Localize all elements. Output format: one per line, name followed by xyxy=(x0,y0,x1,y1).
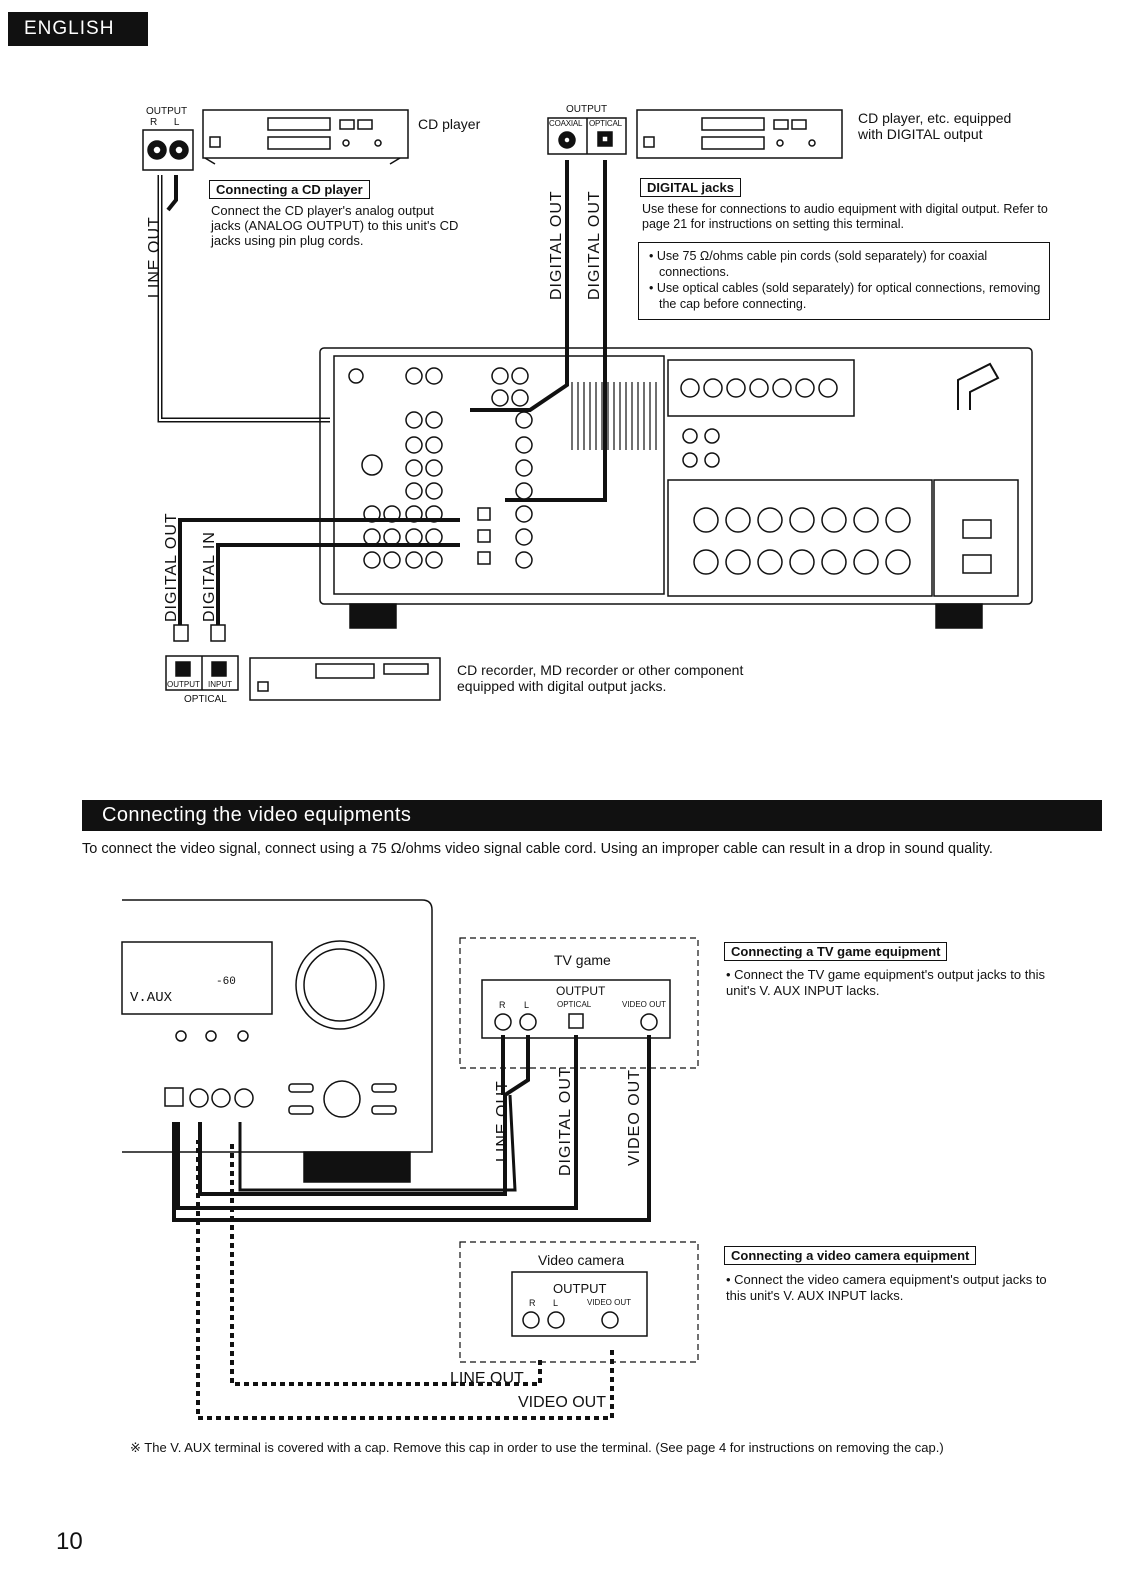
tv-video-cable xyxy=(172,1035,651,1222)
cd-output-label: OUTPUT xyxy=(146,106,188,117)
coaxial-cable xyxy=(470,160,569,412)
video-intro: To connect the video signal, connect usi… xyxy=(82,841,993,857)
receiver-jacks xyxy=(348,367,992,575)
camera-label: Video camera xyxy=(538,1252,625,1268)
tv-game-body: • Connect the TV game equipment's output… xyxy=(726,967,1045,998)
camera-video-cable xyxy=(196,1140,614,1420)
camera-output-label: OUTPUT xyxy=(553,1281,607,1296)
recorder-optical-label: OPTICAL xyxy=(184,694,227,705)
cd-heading-text: Connecting a CD player xyxy=(209,180,370,199)
optical-label: OPTICAL xyxy=(589,119,622,128)
recorder-device xyxy=(165,655,441,701)
camera-output-panel xyxy=(511,1271,648,1337)
camera-r-label: R xyxy=(529,1298,536,1308)
cd-player-label: CD player xyxy=(418,116,481,132)
tv-game-optical-label: OPTICAL xyxy=(557,1000,592,1009)
digital-body: Use these for connections to audio equip… xyxy=(642,202,1048,231)
recorder-digital-in-label: DIGITAL IN xyxy=(201,531,218,622)
video-section-title: Connecting the video equipments xyxy=(82,800,1102,831)
cd-body: Connect the CD player's analog output ja… xyxy=(211,203,459,248)
cd-player-device xyxy=(202,109,409,165)
digital-output-jacks xyxy=(547,117,627,155)
video-connection-diagram xyxy=(121,899,699,1420)
digital-output-label: OUTPUT xyxy=(566,104,608,115)
cd-rl-label: R L xyxy=(150,117,180,128)
digital-heading: DIGITAL jacks xyxy=(640,178,741,197)
camera-heading-text: Connecting a video camera equipment xyxy=(724,1246,977,1265)
tv-game-dashed-box xyxy=(459,937,699,1069)
digital-heading-text: DIGITAL jacks xyxy=(640,178,741,197)
tv-game-heading: Connecting a TV game equipment xyxy=(724,942,948,961)
tv-video-out-label: VIDEO OUT xyxy=(626,1068,643,1166)
coaxial-label: COAXIAL xyxy=(549,119,583,128)
tv-game-heading-text: Connecting a TV game equipment xyxy=(724,942,948,961)
audio-connection-diagram xyxy=(142,109,1033,701)
digital-out-cable xyxy=(178,518,460,625)
camera-video-out-cable-label: VIDEO OUT xyxy=(518,1394,607,1411)
v-aux-footnote: ※ The V. AUX terminal is covered with a … xyxy=(130,1440,944,1455)
tv-digital-cable xyxy=(176,1035,578,1210)
tv-game-label: TV game xyxy=(554,952,611,968)
digital-note-optical: • Use optical cables (sold separately) f… xyxy=(649,281,1041,311)
cd-output-jacks xyxy=(142,129,194,171)
tv-line-out-label: LINE OUT xyxy=(494,1080,511,1162)
camera-jacks xyxy=(522,1311,619,1329)
camera-l-label: L xyxy=(553,1298,559,1308)
recorder-digital-out-label: DIGITAL OUT xyxy=(163,512,180,622)
digital-out-label-1: DIGITAL OUT xyxy=(548,190,565,300)
camera-line-out-label: LINE OUT xyxy=(450,1370,524,1387)
receiver-display-text: V.AUX xyxy=(130,990,173,1006)
tv-game-l-label: L xyxy=(524,1000,530,1010)
digital-notes-box: • Use 75 Ω/ohms cable pin cords (sold se… xyxy=(638,242,1050,320)
camera-body: • Connect the video camera equipment's o… xyxy=(726,1272,1047,1303)
camera-line-cable xyxy=(230,1140,542,1386)
tv-digital-out-label: DIGITAL OUT xyxy=(557,1066,574,1176)
camera-heading: Connecting a video camera equipment xyxy=(724,1246,977,1265)
recorder-input-label: INPUT xyxy=(208,680,232,689)
camera-dashed-box xyxy=(459,1241,699,1363)
receiver-front-panel xyxy=(121,899,433,1183)
tv-game-r-label: R xyxy=(499,1000,506,1010)
recorder-device-label: CD recorder, MD recorder or other compon… xyxy=(457,662,744,694)
digital-out-label-2: DIGITAL OUT xyxy=(586,190,603,300)
tv-game-video-out-label: VIDEO OUT xyxy=(622,1000,667,1009)
optical-cable xyxy=(505,160,607,502)
heat-sink xyxy=(571,382,657,450)
cd-heading: Connecting a CD player xyxy=(209,180,370,199)
digital-device-label: CD player, etc. equipped with DIGITAL ou… xyxy=(858,110,1012,142)
digital-in-cable xyxy=(216,543,460,625)
tv-game-jacks xyxy=(494,1013,658,1031)
digital-note-coaxial: • Use 75 Ω/ohms cable pin cords (sold se… xyxy=(649,249,988,279)
receiver-rear-panel xyxy=(319,347,1033,629)
digital-cd-device xyxy=(636,109,843,159)
receiver-display-level: -60 xyxy=(216,976,236,988)
cd-line-out-label: LINE OUT xyxy=(146,216,163,298)
camera-video-out-label: VIDEO OUT xyxy=(587,1298,632,1307)
recorder-output-label: OUTPUT xyxy=(167,680,200,689)
page-number: 10 xyxy=(56,1528,83,1555)
tv-game-output-label: OUTPUT xyxy=(556,984,606,998)
language-tab: ENGLISH xyxy=(8,12,148,46)
